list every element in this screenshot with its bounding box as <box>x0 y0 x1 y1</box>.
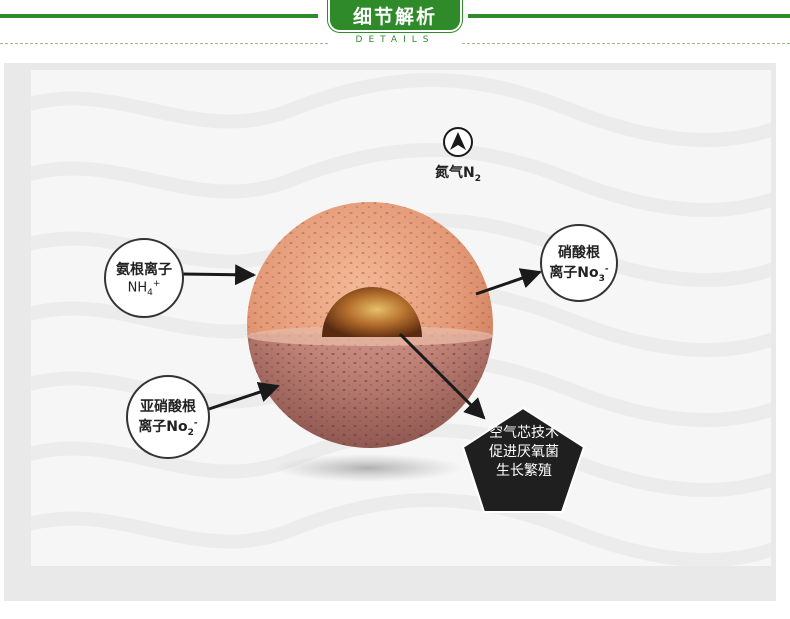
sphere <box>247 202 493 448</box>
arrow-nitrite <box>205 382 280 412</box>
air-core <box>322 287 422 337</box>
section-subtitle: DETAILS <box>355 35 435 45</box>
nitrite-name: 亚硝酸根 <box>140 399 196 416</box>
nitrite-formula: 离子No2- <box>138 418 198 438</box>
header-dash-left <box>0 43 328 44</box>
arrow-nitrate <box>475 268 542 296</box>
ammonium-formula: NH4+ <box>127 278 161 298</box>
arrow-ammonium <box>181 264 257 286</box>
nitrate-bubble: 硝酸根 离子No3- <box>540 224 618 302</box>
header-dash-right <box>462 43 790 44</box>
header-bar-left <box>0 14 318 18</box>
nitrate-formula: 离子No3- <box>549 264 609 284</box>
nitrite-bubble: 亚硝酸根 离子No2- <box>126 375 210 459</box>
arrow-core <box>398 332 486 420</box>
nitrate-name: 硝酸根 <box>558 245 600 262</box>
section-title-badge: 细节解析 <box>330 0 460 30</box>
sphere-shadow <box>273 454 463 482</box>
up-arrow-icon <box>443 127 473 157</box>
nitrogen-label: 氮气N2 <box>435 165 481 184</box>
ammonium-name: 氨根离子 <box>116 261 172 278</box>
section-title: 细节解析 <box>352 5 437 28</box>
core-tech-pentagon <box>461 406 586 513</box>
ammonium-bubble: 氨根离子 NH4+ <box>104 238 184 318</box>
core-tech-text: 空气芯技术 促进厌氧菌 生长繁殖 <box>489 425 559 479</box>
header-bar-right <box>468 14 790 18</box>
diagram-card <box>31 70 771 566</box>
